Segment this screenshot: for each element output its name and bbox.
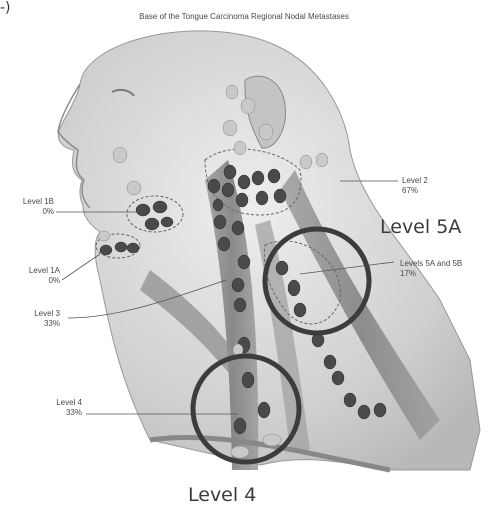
lymph-node [241,98,255,114]
lymph-node [115,242,127,252]
lymph-node [242,372,254,388]
lymph-node [208,179,220,193]
label-level-1a-name: Level 1A [10,266,60,276]
lymph-node [238,175,250,189]
lymph-node [324,355,336,369]
lymph-node [127,181,141,195]
lymph-node [136,204,150,216]
label-level-1b-pct: 0% [10,207,54,217]
lymph-node [234,418,246,434]
lymph-node [276,261,288,275]
lymph-node [153,201,167,213]
lymph-node [274,189,286,203]
lymph-node [100,245,112,255]
leader-line-level-1a [62,254,100,280]
lymph-node [258,402,270,418]
lymph-node [238,255,250,269]
label-level-4-name: Level 4 [30,398,82,408]
lymph-node [268,169,280,183]
label-level-1b-name: Level 1B [10,197,54,207]
lymph-node [263,434,281,446]
label-level-4-pct: 33% [30,408,82,418]
label-level-5a-5b: Levels 5A and 5B 17% [400,259,462,279]
lymph-node [234,141,246,155]
lymph-node [127,243,139,253]
label-level-2-pct: 67% [402,186,428,196]
label-level-5a-5b-name: Levels 5A and 5B [400,259,462,269]
lymph-node [161,217,173,227]
lymph-node [236,193,248,207]
lymph-node [358,405,370,419]
lymph-node [231,446,249,458]
callout-level-5a: Level 5A [380,216,461,238]
label-level-1b: Level 1B 0% [10,197,54,217]
lymph-node [222,183,234,197]
lymph-node [288,280,300,296]
label-level-5a-5b-pct: 17% [400,269,462,279]
lymph-node [98,231,110,241]
lymph-node [232,278,244,292]
lymph-node [213,199,223,211]
lymph-node [344,393,356,407]
label-level-4: Level 4 33% [30,398,82,418]
lymph-node [294,303,306,317]
lymph-node [374,403,386,417]
lymph-node [300,155,312,169]
callout-level-4: Level 4 [188,484,256,506]
lymph-node [145,218,159,230]
lymph-node [113,147,127,163]
label-level-1a-pct: 0% [10,276,60,286]
lymph-node [232,221,244,235]
lymph-node [218,237,230,251]
label-level-3-pct: 33% [10,319,60,329]
lymph-node [252,171,264,185]
label-level-3: Level 3 33% [10,309,60,329]
lymph-node [332,371,344,385]
diagram-title: Base of the Tongue Carcinoma Regional No… [0,12,488,21]
label-level-1a: Level 1A 0% [10,266,60,286]
lymph-node [259,124,273,140]
label-level-3-name: Level 3 [10,309,60,319]
lymph-node [316,153,328,167]
label-level-2-name: Level 2 [402,176,428,186]
lymph-node [226,85,238,99]
label-level-2: Level 2 67% [402,176,428,196]
lymph-node [223,120,237,136]
lymph-node [234,298,246,312]
lymph-node [214,215,226,229]
lymph-node [224,165,236,179]
lymph-node [256,191,268,205]
